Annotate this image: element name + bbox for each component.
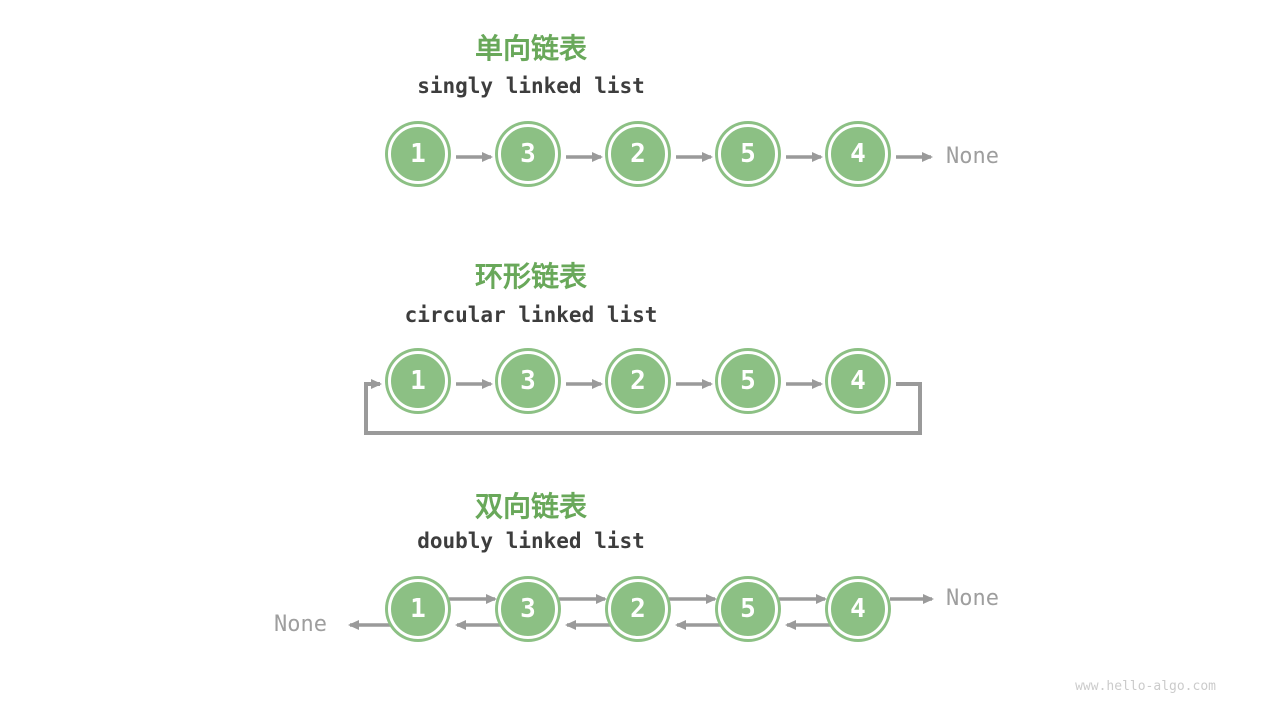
loop-back-arrow-icon bbox=[364, 379, 922, 435]
singly-node: 2 bbox=[608, 124, 668, 184]
doubly-title-en: doubly linked list bbox=[417, 529, 645, 553]
circular-node: 4 bbox=[828, 351, 888, 411]
doubly-arrows bbox=[348, 594, 934, 630]
singly-node: 4 bbox=[828, 124, 888, 184]
doubly-title-zh: 双向链表 bbox=[474, 490, 587, 523]
circular-node: 5 bbox=[718, 351, 778, 411]
singly-title-en: singly linked list bbox=[417, 74, 645, 98]
circular-title-zh: 环形链表 bbox=[474, 260, 587, 293]
doubly-tail-none-label: None bbox=[946, 586, 999, 611]
singly-node: 5 bbox=[718, 124, 778, 184]
doubly-node: 1 bbox=[388, 579, 448, 639]
doubly-node: 3 bbox=[498, 579, 558, 639]
circular-title-en: circular linked list bbox=[404, 303, 658, 327]
doubly-head-none-label: None bbox=[274, 612, 327, 637]
watermark: www.hello-algo.com bbox=[1075, 679, 1216, 694]
singly-node: 3 bbox=[498, 124, 558, 184]
singly-title-zh: 单向链表 bbox=[474, 32, 587, 65]
doubly-node: 5 bbox=[718, 579, 778, 639]
circular-node: 3 bbox=[498, 351, 558, 411]
singly-node: 1 bbox=[388, 124, 448, 184]
circular-node: 2 bbox=[608, 351, 668, 411]
singly-tail-none-label: None bbox=[946, 144, 999, 169]
doubly-node: 4 bbox=[828, 579, 888, 639]
doubly-node: 2 bbox=[608, 579, 668, 639]
circular-arrows bbox=[364, 379, 922, 435]
circular-node: 1 bbox=[388, 351, 448, 411]
